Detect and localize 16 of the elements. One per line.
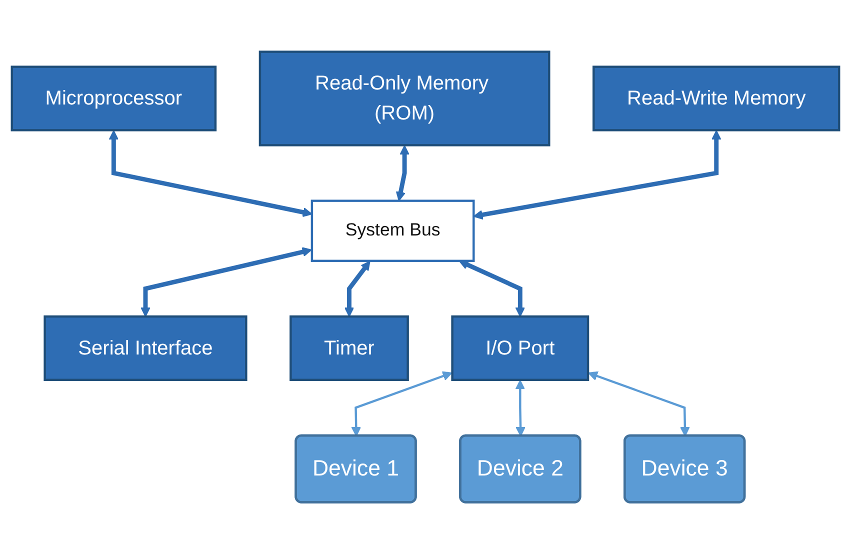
- arrow: [396, 145, 410, 202]
- arrow: [351, 371, 452, 436]
- arrow: [458, 260, 526, 317]
- node-box: Read-Only Memory (ROM): [258, 50, 550, 146]
- node-box: Read-Write Memory: [592, 66, 840, 132]
- node-box: Serial Interface: [44, 315, 248, 381]
- node-box: Microprocessor: [10, 66, 217, 132]
- node-box: Timer: [290, 315, 409, 381]
- arrow: [108, 130, 312, 218]
- arrow: [344, 260, 370, 317]
- node-box: System Bus: [310, 200, 475, 262]
- node-box: I/O Port: [451, 315, 590, 381]
- arrow: [588, 371, 690, 436]
- arrow: [515, 380, 526, 436]
- arrow: [473, 130, 722, 220]
- arrow: [140, 247, 312, 317]
